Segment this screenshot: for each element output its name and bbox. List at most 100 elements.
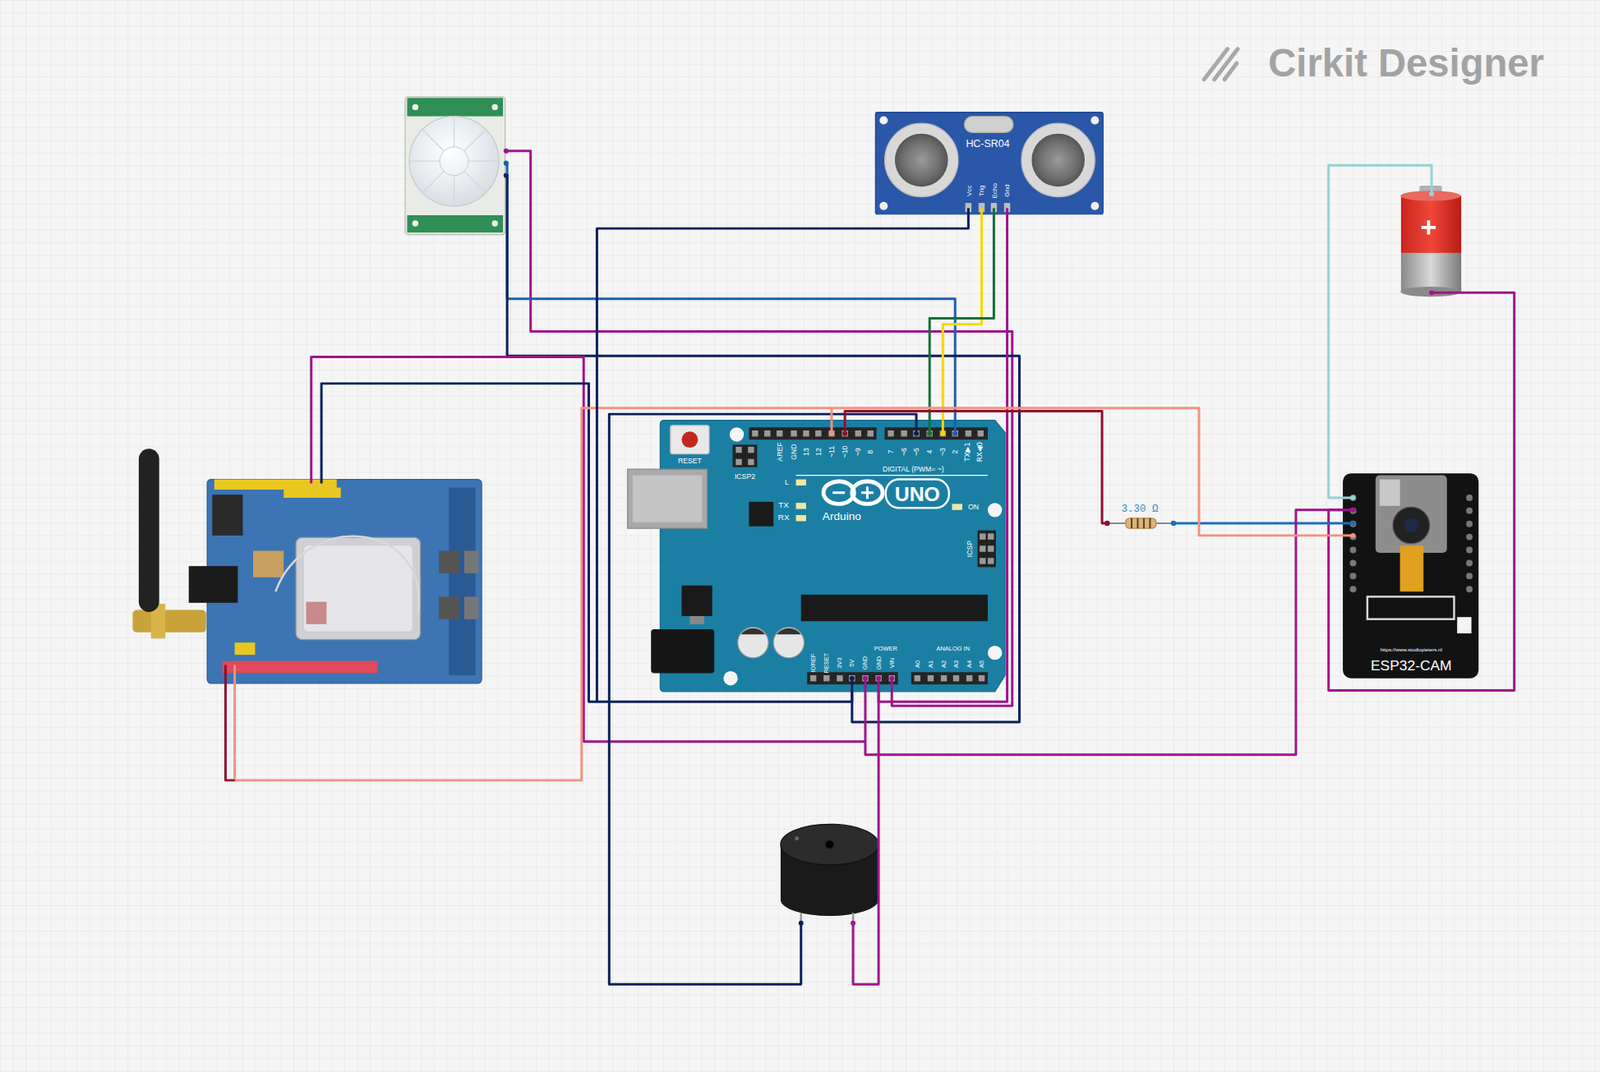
pin-label: TX▶1 (964, 442, 973, 462)
esp32-cam-board (1342, 473, 1479, 679)
arduino-board (796, 479, 807, 486)
arduino-board (723, 671, 738, 686)
ultrasonic-sensor (879, 116, 888, 125)
gsm-shield (253, 551, 284, 578)
gsm-shield (275, 536, 420, 613)
header-pin (875, 675, 881, 682)
pin-label: 4 (926, 450, 934, 455)
header-pin (978, 675, 985, 682)
pir-sensor (412, 220, 419, 226)
buzzer (825, 840, 835, 849)
battery (1401, 195, 1462, 254)
esp32-cam-board (1342, 473, 1479, 679)
header-pin (900, 430, 907, 437)
esp32-cam-board (1404, 518, 1419, 533)
pin-label: A0 (914, 660, 921, 669)
gsm-shield (448, 488, 475, 676)
pin-label: 12 (815, 447, 823, 457)
pin-label: Vcc (966, 184, 973, 196)
arduino-board (977, 530, 996, 568)
header-pin (841, 430, 848, 437)
header-pin (815, 430, 821, 437)
ultrasonic-sensor (879, 202, 888, 211)
watermark: Cirkit Designer (1268, 43, 1545, 83)
pir-sensor (412, 104, 419, 111)
header-pin (1466, 585, 1473, 593)
wire (225, 151, 1514, 985)
wire (1328, 165, 1432, 498)
ultrasonic-sensor-module: HC-SR04VccTrigEchoGnd (875, 112, 1103, 215)
header-pin (966, 675, 973, 682)
wire (506, 163, 955, 434)
arduino-board (689, 616, 704, 625)
gsm-shield (448, 488, 475, 676)
pin-label: 3V3 (836, 657, 843, 669)
arduino-board (740, 628, 766, 635)
board-label: POWER (874, 645, 898, 652)
wire (225, 665, 235, 781)
header-pin (987, 533, 994, 540)
esp32-cam-board (1367, 596, 1455, 619)
pin-label: 2 (951, 450, 960, 455)
header-pin (927, 675, 934, 682)
pir-sensor (405, 96, 506, 236)
esp32-cam-board (1392, 507, 1430, 545)
header-pin (823, 675, 830, 682)
pin-label: GND (875, 656, 881, 671)
gsm-shield (438, 596, 460, 619)
arduino-board (737, 627, 769, 659)
wire (831, 408, 1343, 536)
pin-dot (889, 676, 895, 682)
resistor-component: 3.30 Ω (1106, 499, 1174, 531)
pin-dot (1351, 507, 1356, 513)
header-pin (926, 430, 932, 437)
pin-label: ~9 (854, 447, 863, 457)
pin-label: ~5 (912, 447, 921, 457)
battery (1400, 190, 1461, 201)
header-pin (1466, 559, 1473, 567)
arduino-board (796, 502, 807, 509)
resistor (1131, 518, 1150, 529)
wire (878, 214, 1007, 703)
arduino-board (733, 444, 758, 467)
ultrasonic-sensor (875, 112, 1103, 215)
pin-label: ~3 (939, 447, 947, 457)
header-pin (965, 430, 972, 437)
header-pin (979, 557, 986, 564)
header-pin (1350, 521, 1357, 528)
gsm-shield (212, 494, 243, 536)
pin-stub (992, 207, 996, 214)
arduino-board (796, 515, 807, 522)
header-pin (914, 675, 921, 682)
arduino-board (796, 474, 988, 476)
arduino-board (627, 469, 708, 529)
pin-label: A1 (927, 660, 934, 669)
wire (608, 414, 917, 985)
header-pin (979, 545, 986, 552)
pin-label: 5V (848, 659, 855, 668)
header-pin (1350, 585, 1357, 593)
header-pin (764, 430, 771, 437)
board-label: L (784, 479, 789, 487)
header-pin (1350, 547, 1357, 554)
resistor (1106, 518, 1174, 529)
ultrasonic-sensor (885, 123, 959, 197)
gsm-shield (464, 551, 479, 574)
pin-dot (940, 431, 946, 437)
header-pin (735, 459, 742, 466)
header-pin (866, 430, 873, 437)
watermark-icon (1214, 49, 1239, 80)
header-pin (802, 430, 809, 437)
pin-dot (849, 676, 855, 682)
board-label: ESP32-CAM (1370, 658, 1453, 673)
arduino-board (911, 672, 988, 685)
ultrasonic-sensor (963, 116, 1014, 134)
pin-label: Trig (977, 184, 985, 197)
header-pin (953, 675, 960, 682)
board-label: ANALOG IN (936, 645, 970, 652)
pin-label: IOREF (810, 654, 817, 674)
gsm-shield (283, 488, 342, 498)
